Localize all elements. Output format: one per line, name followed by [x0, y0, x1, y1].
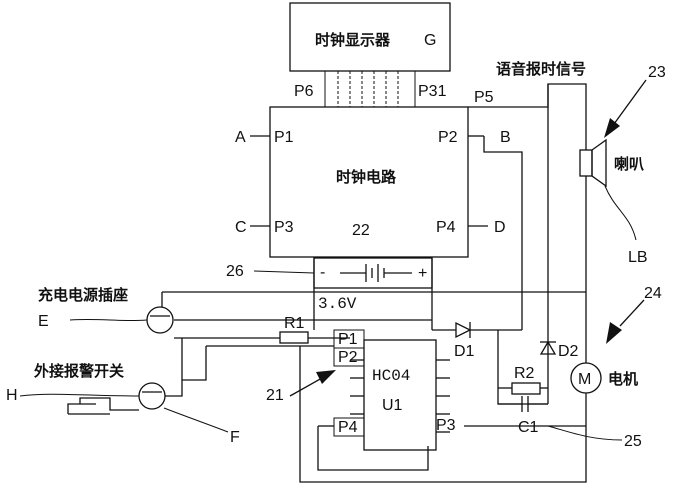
- wire-p2-d1: [483, 136, 523, 330]
- clock-display-code: G: [424, 32, 436, 49]
- port-p1-label: P1: [274, 129, 294, 146]
- charge-socket-icon: [146, 306, 174, 334]
- ic-pins: [350, 359, 450, 433]
- side-label-a: A: [235, 129, 246, 146]
- ic-ref: U1: [382, 397, 403, 414]
- c1-label: C1: [518, 419, 539, 436]
- battery-plus: +: [418, 265, 427, 282]
- battery-icon: [340, 264, 412, 282]
- port-p5-label: P5: [474, 89, 494, 106]
- motor-pointer: [619, 299, 645, 327]
- r2-label: R2: [514, 365, 535, 382]
- alarm-switch-name: 外接报警开关: [33, 362, 124, 380]
- speaker-name: 喇叭: [614, 155, 644, 173]
- voice-signal-label: 语音报时信号: [496, 60, 586, 78]
- speaker-ref: LB: [628, 249, 648, 266]
- wire-bottom-inner: [317, 426, 429, 471]
- ref-25-leader: [547, 425, 623, 441]
- port-p31-label: P31: [418, 83, 447, 100]
- battery-box: [313, 257, 433, 289]
- diode-d1: [455, 321, 472, 339]
- wire-bottom-outer: [299, 346, 587, 483]
- display-bus: [324, 70, 416, 108]
- battery-number: 26: [226, 263, 244, 280]
- speaker-pointer: [613, 79, 647, 125]
- ref-25: 25: [624, 433, 642, 450]
- alarm-switch-ref: H: [6, 387, 18, 404]
- alarm-h-leader: [19, 393, 140, 397]
- ic-pin-p1: P1: [338, 331, 358, 348]
- side-label-d: D: [494, 219, 506, 236]
- clock-circuit-box: [269, 106, 469, 258]
- clock-display-name: 时钟显示器: [315, 31, 391, 49]
- resistor-r2: [511, 382, 541, 395]
- ic-hc04-box: [363, 339, 437, 451]
- d2-label: D2: [558, 343, 579, 360]
- ic-arrow-head: [316, 370, 336, 384]
- port-p2-label: P2: [438, 129, 458, 146]
- ic-pin-p3: P3: [436, 417, 456, 434]
- speaker-arrow-head: [604, 118, 620, 138]
- alarm-jack-icon: [138, 382, 166, 410]
- alarm-node-ref: F: [230, 429, 240, 446]
- wire-alarm-loop: [181, 338, 207, 381]
- battery-pointer: [253, 270, 315, 274]
- ic-pin-p4: P4: [338, 419, 358, 436]
- port-p3-label: P3: [274, 219, 294, 236]
- port-p6-label: P6: [294, 83, 314, 100]
- ic-pin-p2: P2: [338, 349, 358, 366]
- motor-symbol: M: [578, 371, 591, 388]
- wire-jack-up: [165, 380, 183, 397]
- speaker-number: 23: [648, 64, 666, 81]
- battery-minus: -: [320, 264, 325, 281]
- capacitor-c1: [498, 396, 548, 412]
- side-label-b: B: [500, 129, 511, 146]
- charge-socket-ref: E: [38, 313, 49, 330]
- ic-pointer: [289, 377, 323, 397]
- speaker-lb-leader: [604, 185, 637, 241]
- port-p4-label: P4: [436, 219, 456, 236]
- ic-number: 21: [266, 387, 284, 404]
- alarm-f-leader: [163, 407, 229, 433]
- diode-d2: [539, 340, 557, 355]
- resistor-r1: [279, 331, 309, 344]
- motor-number: 24: [644, 285, 662, 302]
- side-label-c: C: [235, 219, 247, 236]
- ic-pin-p4-box: [333, 417, 365, 437]
- battery-voltage: 3.6V: [318, 295, 357, 313]
- motor-arrow-head: [606, 322, 622, 344]
- alarm-switch-icon: [67, 397, 139, 415]
- motor-name: 电机: [608, 370, 638, 388]
- ic-pin-p2-box: [333, 347, 365, 367]
- d1-label: D1: [454, 343, 475, 360]
- r1-label: R1: [284, 315, 305, 332]
- charge-socket-leader: [69, 318, 148, 322]
- speaker-icon: [579, 138, 607, 188]
- charge-socket-name: 充电电源插座: [38, 286, 128, 304]
- clock-circuit-name: 时钟电路: [336, 168, 397, 186]
- ic-type: HC04: [372, 367, 410, 385]
- clock-circuit-number: 22: [352, 222, 370, 239]
